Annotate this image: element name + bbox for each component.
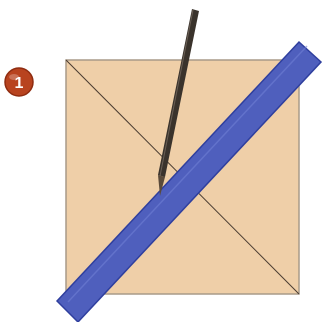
step-number: 1 [15, 75, 24, 92]
step-badge: 1 [5, 68, 33, 96]
